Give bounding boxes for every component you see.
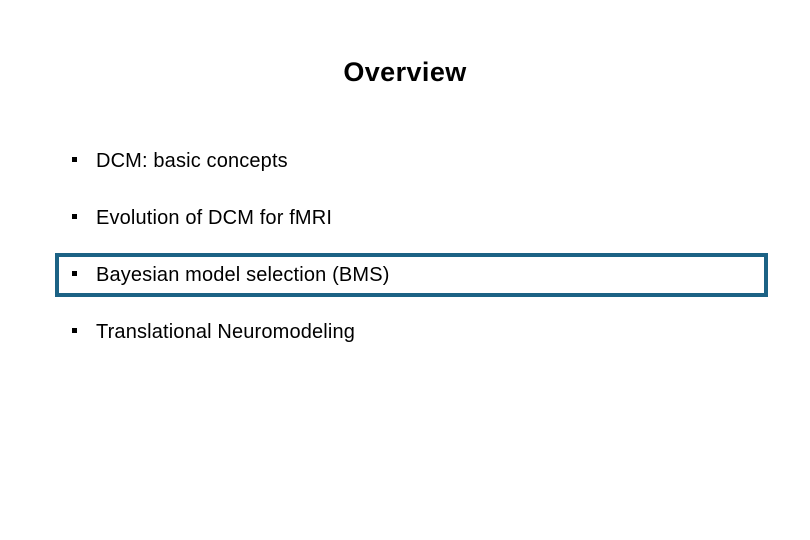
list-item-label: DCM: basic concepts xyxy=(96,150,288,172)
list-item[interactable]: Translational Neuromodeling xyxy=(55,310,768,354)
page-title: Overview xyxy=(343,57,467,87)
list-item-label: Bayesian model selection (BMS) xyxy=(96,264,390,286)
bullet-dot-icon xyxy=(72,328,77,333)
list-item-label: Translational Neuromodeling xyxy=(96,321,356,343)
bullet-dot-icon xyxy=(72,214,77,219)
bullet-dot-icon xyxy=(72,157,77,162)
list-item[interactable]: DCM: basic concepts xyxy=(55,139,768,183)
list-item[interactable]: Evolution of DCM for fMRI xyxy=(55,196,768,240)
list-item-highlighted[interactable]: Bayesian model selection (BMS) xyxy=(55,253,768,297)
list-item-label: Evolution of DCM for fMRI xyxy=(96,207,333,229)
bullet-dot-icon xyxy=(72,271,77,276)
